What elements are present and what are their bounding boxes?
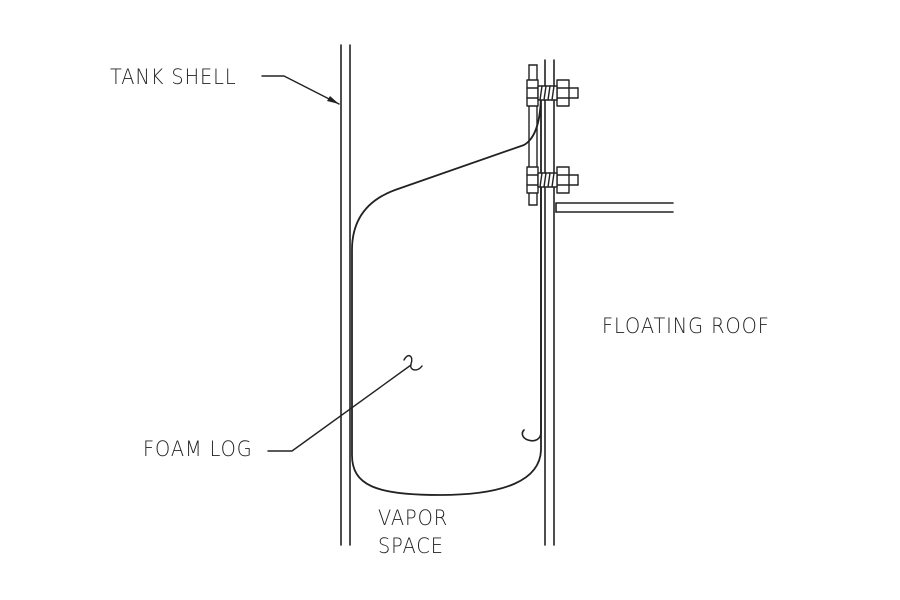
upper-bolt — [526, 79, 579, 107]
foam-log-leader — [267, 354, 423, 452]
roof-rim-plate — [544, 59, 555, 546]
foam-log-label: FOAM LOG — [143, 437, 253, 461]
floating-roof-deck — [555, 202, 674, 213]
tank-shell-wall — [340, 44, 351, 546]
floating-roof-label: FLOATING ROOF — [602, 314, 770, 338]
vapor-space-label-line1: VAPOR — [378, 506, 449, 530]
lower-bolt — [526, 166, 579, 194]
tank-shell-leader — [261, 75, 340, 105]
foam-log-envelope — [351, 91, 542, 496]
vapor-space-label-line2: SPACE — [378, 534, 444, 558]
tank-shell-label: TANK SHELL — [110, 65, 237, 89]
fabric-hook — [521, 174, 542, 442]
